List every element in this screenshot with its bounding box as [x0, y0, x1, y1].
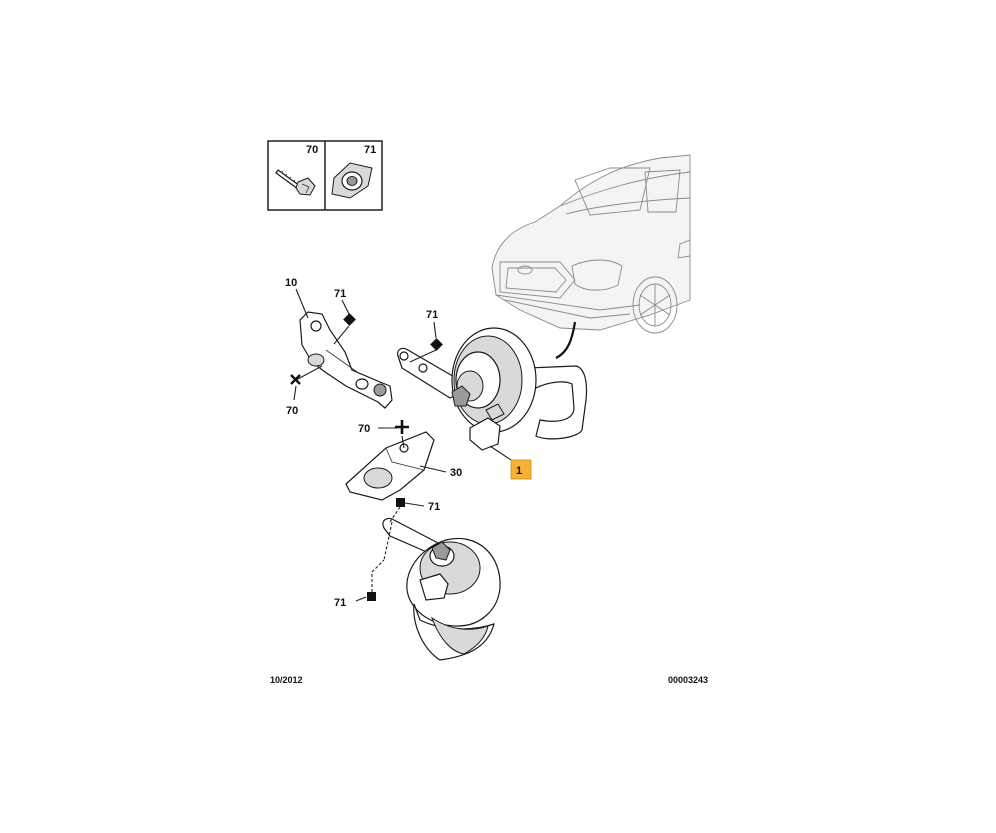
clip-nut-icon: [331, 162, 373, 199]
footer-date: 10/2012: [270, 675, 303, 685]
callout-70-center: 70: [358, 423, 370, 435]
callout-70-left: 70: [286, 405, 298, 417]
callout-10: 10: [285, 277, 297, 289]
callout-71-lower-right: 71: [428, 501, 440, 513]
footer-code: 00003243: [668, 675, 708, 685]
leader-lines: [290, 288, 515, 602]
highlight-box: [510, 459, 532, 480]
callout-71-upper-center: 71: [426, 309, 438, 321]
callout-1-highlight[interactable]: 1: [510, 459, 532, 480]
bolt-marker-left: [290, 374, 301, 385]
legend-box: 70 71: [267, 140, 383, 211]
bolt-icon: [275, 169, 316, 196]
bracket-lower: [345, 431, 435, 501]
horn-upper: [397, 327, 588, 451]
callout-71-upper-left: 71: [334, 288, 346, 300]
callout-1: 1: [516, 465, 522, 477]
callout-71-bottom-left: 71: [334, 597, 346, 609]
legend-label-70: 70: [306, 144, 318, 156]
vehicle-outline: [491, 154, 691, 359]
bracket-upper: [299, 311, 393, 409]
nut-marker-upper-left: [343, 313, 356, 326]
nut-marker-upper-center: [430, 338, 443, 351]
bolt-marker-center: [395, 420, 409, 434]
horn-lower: [382, 517, 501, 661]
callout-30: 30: [450, 467, 462, 479]
nut-marker-lower-right: [396, 498, 405, 507]
nut-marker-bottom-left: [367, 592, 376, 601]
legend-label-71: 71: [364, 144, 376, 156]
